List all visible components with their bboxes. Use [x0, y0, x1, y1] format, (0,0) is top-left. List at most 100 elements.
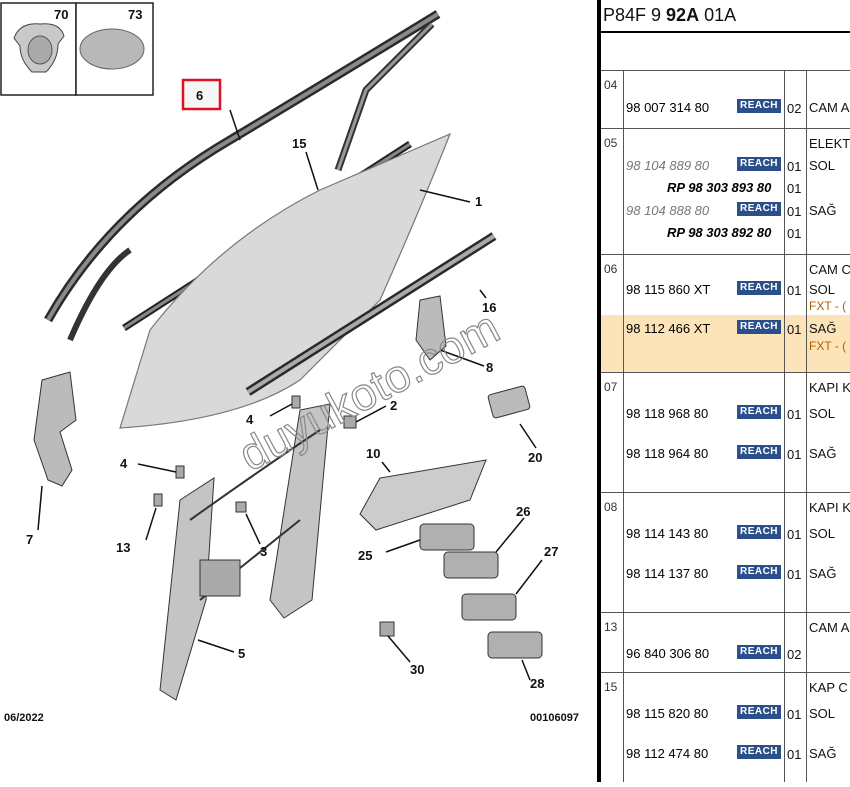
- callout-4-upper: 4: [246, 412, 254, 427]
- inset-part-70[interactable]: 70: [0, 2, 77, 96]
- callout-8: 8: [486, 360, 493, 375]
- footer-code: 00106097: [530, 712, 579, 724]
- group-divider: [601, 254, 850, 255]
- part-5-regulator[interactable]: [159, 403, 331, 701]
- callout-7: 7: [26, 532, 33, 547]
- description: SAĞ: [809, 566, 837, 581]
- group-number: 05: [604, 136, 618, 150]
- callout-73: 73: [128, 7, 142, 22]
- callout-20: 20: [528, 450, 542, 465]
- group-divider: [601, 492, 850, 493]
- quantity: 01: [787, 181, 802, 196]
- description: SAĞ: [809, 321, 837, 336]
- reach-badge[interactable]: REACH: [737, 281, 781, 295]
- quantity: 01: [787, 322, 802, 337]
- exploded-view: 70 73 6: [0, 2, 579, 724]
- description: SOL: [809, 406, 836, 421]
- reach-badge[interactable]: REACH: [737, 99, 781, 113]
- part-number[interactable]: 96 840 306 80: [626, 646, 710, 661]
- part-number[interactable]: 98 114 137 80: [626, 566, 709, 581]
- part-20-module[interactable]: [487, 385, 531, 419]
- reach-badge[interactable]: REACH: [737, 405, 781, 419]
- divider: [597, 0, 601, 782]
- group-number: 06: [604, 262, 618, 276]
- description: CAM A: [809, 620, 850, 635]
- callout-13: 13: [116, 540, 130, 555]
- part-number[interactable]: RP 98 303 892 80: [667, 225, 772, 240]
- description: SOL: [809, 706, 836, 721]
- quantity: 02: [787, 101, 802, 116]
- callout-6-box[interactable]: [181, 78, 222, 111]
- part-number[interactable]: 98 104 889 80: [626, 158, 710, 173]
- description: SAĞ: [809, 746, 837, 761]
- part-10-switch-panel[interactable]: [359, 459, 487, 531]
- reach-badge[interactable]: REACH: [737, 705, 781, 719]
- part-13-clip[interactable]: [153, 493, 163, 507]
- part-4-clip[interactable]: [291, 395, 301, 409]
- part-3-clip[interactable]: [235, 501, 247, 513]
- part-28-switch[interactable]: [487, 631, 543, 659]
- callout-5: 5: [238, 646, 245, 661]
- quantity: 01: [787, 707, 802, 722]
- part-6-seal[interactable]: [44, 10, 441, 342]
- part-7-bracket[interactable]: [33, 371, 77, 487]
- description: KAPI K: [809, 380, 850, 395]
- part-1-glass[interactable]: [119, 132, 452, 429]
- part-number[interactable]: 98 007 314 80: [626, 100, 710, 115]
- quantity: 01: [787, 226, 802, 241]
- reach-badge[interactable]: REACH: [737, 202, 781, 216]
- part-4-clip[interactable]: [175, 465, 185, 479]
- part-number[interactable]: 98 114 143 80: [626, 526, 709, 541]
- description: FXT - (: [809, 339, 847, 353]
- part-number[interactable]: 98 118 968 80: [626, 406, 709, 421]
- reach-badge[interactable]: REACH: [737, 745, 781, 759]
- part-number[interactable]: RP 98 303 893 80: [667, 180, 772, 195]
- quantity: 01: [787, 407, 802, 422]
- reach-badge[interactable]: REACH: [737, 445, 781, 459]
- quantity: 01: [787, 204, 802, 219]
- part-25-switch[interactable]: [419, 523, 475, 551]
- part-27-switch[interactable]: [461, 593, 517, 621]
- part-number[interactable]: 98 104 888 80: [626, 203, 710, 218]
- quantity: 02: [787, 647, 802, 662]
- description: FXT - (: [809, 299, 847, 313]
- quantity: 01: [787, 283, 802, 298]
- part-number[interactable]: 98 115 820 80: [626, 706, 709, 721]
- part-8-guide[interactable]: [415, 295, 447, 361]
- row-highlight: [601, 315, 850, 373]
- callout-3: 3: [260, 544, 267, 559]
- group-divider: [601, 672, 850, 673]
- panel-header: P84F 9 92A 01A: [603, 5, 737, 25]
- callout-26: 26: [516, 504, 530, 519]
- part-26-switch[interactable]: [443, 551, 499, 579]
- callout-4-lower: 4: [120, 456, 128, 471]
- quantity: 01: [787, 747, 802, 762]
- quantity: 01: [787, 447, 802, 462]
- callout-70: 70: [54, 7, 68, 22]
- description: ELEKT: [809, 136, 850, 151]
- description: KAPI K: [809, 500, 850, 515]
- part-number[interactable]: 98 112 466 XT: [626, 321, 711, 336]
- quantity: 01: [787, 527, 802, 542]
- footer-date: 06/2022: [4, 712, 44, 724]
- quantity: 01: [787, 159, 802, 174]
- callout-30: 30: [410, 662, 424, 677]
- description: CAM C: [809, 262, 850, 277]
- group-number: 15: [604, 680, 618, 694]
- reach-badge[interactable]: REACH: [737, 645, 781, 659]
- callout-6: 6: [196, 88, 203, 103]
- description: SOL: [809, 526, 836, 541]
- inset-part-73[interactable]: 73: [75, 2, 154, 96]
- reach-badge[interactable]: REACH: [737, 157, 781, 171]
- description: SAĞ: [809, 203, 837, 218]
- part-number[interactable]: 98 118 964 80: [626, 446, 709, 461]
- part-number[interactable]: 98 115 860 XT: [626, 282, 711, 297]
- reach-badge[interactable]: REACH: [737, 565, 781, 579]
- reach-badge[interactable]: REACH: [737, 525, 781, 539]
- callout-15: 15: [292, 136, 306, 151]
- reach-badge[interactable]: REACH: [737, 320, 781, 334]
- callout-25: 25: [358, 548, 372, 563]
- part-number[interactable]: 98 112 474 80: [626, 746, 709, 761]
- part-30-clip[interactable]: [379, 621, 395, 637]
